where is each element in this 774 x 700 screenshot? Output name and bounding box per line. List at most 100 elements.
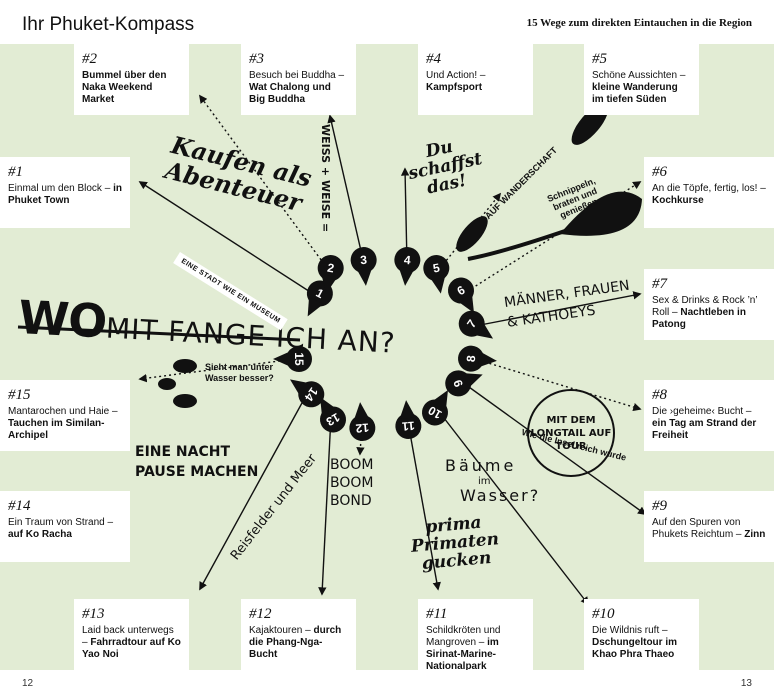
card-text: Die Wildnis ruft –: [592, 625, 668, 636]
card-number: #1: [8, 164, 23, 180]
card-highlight: Bummel über den Naka Weekend Market: [82, 70, 167, 105]
card-number: #13: [82, 606, 105, 622]
caption-baeume-3: Wasser?: [460, 486, 541, 505]
pin-label: 11: [401, 418, 415, 433]
pin-7: 7: [458, 310, 494, 339]
arrow-3: [327, 114, 365, 265]
card-number: #4: [426, 51, 441, 67]
page-subtitle: 15 Wege zum direkten Eintauchen in die R…: [526, 17, 752, 29]
pin-label: 4: [403, 253, 411, 268]
pin-label: 2: [326, 261, 335, 276]
caption-boom: BOOM BOOM BOND: [330, 457, 374, 509]
page-footer: 12 13: [0, 670, 774, 700]
card-text: Ein Traum von Strand –: [8, 517, 114, 528]
card-text: An die Töpfe, fertig, los! –: [652, 183, 766, 194]
pin-label: 10: [425, 403, 444, 422]
card-2: #2 Bummel über den Naka Weekend Market: [74, 44, 189, 115]
card-number: #3: [249, 51, 264, 67]
card-number: #12: [249, 606, 272, 622]
card-text: Auf den Spuren von Phukets Reichtum –: [652, 517, 742, 540]
card-number: #10: [592, 606, 615, 622]
pin-label: 8: [464, 354, 479, 362]
card-highlight: Fahrradtour auf Ko Yao Noi: [82, 637, 181, 660]
card-highlight: durch die Phang-Nga-Bucht: [249, 625, 342, 660]
pin-label: 13: [323, 410, 342, 429]
pin-label: 12: [355, 420, 370, 435]
card-number: #5: [592, 51, 607, 67]
pin-15: 15: [273, 346, 312, 372]
card-text: Kajaktouren –: [249, 625, 311, 636]
card-highlight: Zinn: [744, 529, 766, 540]
card-text: Mantarochen und Haie –: [8, 406, 118, 417]
pin-5: 5: [423, 255, 450, 294]
page-header: Ihr Phuket-Kompass 15 Wege zum direkten …: [0, 0, 774, 44]
card-highlight: auf Ko Racha: [8, 529, 72, 540]
page-number-left: 12: [22, 678, 34, 689]
card-text: Laid back unterwegs –: [82, 625, 174, 648]
card-highlight: Kampfsport: [426, 82, 483, 93]
card-number: #9: [652, 498, 667, 514]
caption-baeume-1: Bäume: [445, 456, 517, 475]
page-title: Ihr Phuket-Kompass: [22, 14, 195, 35]
caption-baeume-2: im: [478, 476, 491, 487]
card-text: Schöne Aussichten –: [592, 70, 686, 81]
pin-2: 2: [317, 255, 344, 294]
fish-icon: [158, 359, 197, 408]
underline-stroke: [17, 325, 301, 342]
arrow-1: [138, 181, 319, 298]
pin-6: 6: [448, 277, 474, 314]
card-text: Einmal um den Block –: [8, 183, 111, 194]
pin-label: 3: [360, 253, 368, 268]
pan-icon: [467, 191, 642, 261]
card-number: #8: [652, 387, 667, 403]
pin-10: 10: [422, 389, 448, 426]
card-text: Die ›geheime‹ Bucht –: [652, 406, 752, 417]
card-text: Sex & Drinks & Rock ’n’ Roll –: [652, 295, 758, 318]
card-number: #11: [426, 606, 448, 622]
arrow-7: [474, 291, 642, 327]
pin-8: 8: [458, 345, 497, 372]
pin-13: 13: [320, 396, 346, 433]
card-text: Und Action! –: [426, 70, 486, 81]
card-number: #7: [652, 276, 667, 292]
card-highlight: Tauchen im Similan-Archipel: [8, 418, 105, 441]
card-number: #15: [8, 387, 31, 403]
arrow-11: [407, 421, 441, 591]
pin-label: 15: [292, 352, 306, 366]
card-highlight: Nacht­leben in Patong: [652, 307, 746, 330]
card-highlight: Wat Chalong und Big Buddha: [249, 82, 331, 105]
pin-label: 9: [450, 378, 466, 389]
arrow-2: [199, 94, 331, 273]
arrow-layer: [138, 94, 647, 606]
pin-14: 14: [289, 379, 325, 408]
card-number: #2: [82, 51, 97, 67]
card-highlight: Dschungeltour im Khao Phra Thaeo: [592, 637, 678, 660]
caption-nacht: EINE NACHT PAUSE MACHEN: [135, 444, 259, 480]
card-highlight: ein Tag am Strand der Freiheit: [652, 418, 757, 441]
pin-11: 11: [395, 400, 422, 439]
arrow-10: [436, 408, 590, 606]
pin-4: 4: [394, 247, 421, 286]
caption-sieht: Sieht man unter Wasser besser?: [205, 362, 274, 383]
card-highlight: kleine Wanderung im tiefen Süden: [592, 82, 678, 105]
pin-label: 5: [432, 261, 441, 276]
page-number-right: 13: [740, 678, 752, 689]
card-text: Schildkröten und Man­groven –: [426, 625, 501, 648]
arrow-13: [318, 415, 332, 596]
caption-weiss: WEISS + WEISE =: [319, 124, 332, 233]
